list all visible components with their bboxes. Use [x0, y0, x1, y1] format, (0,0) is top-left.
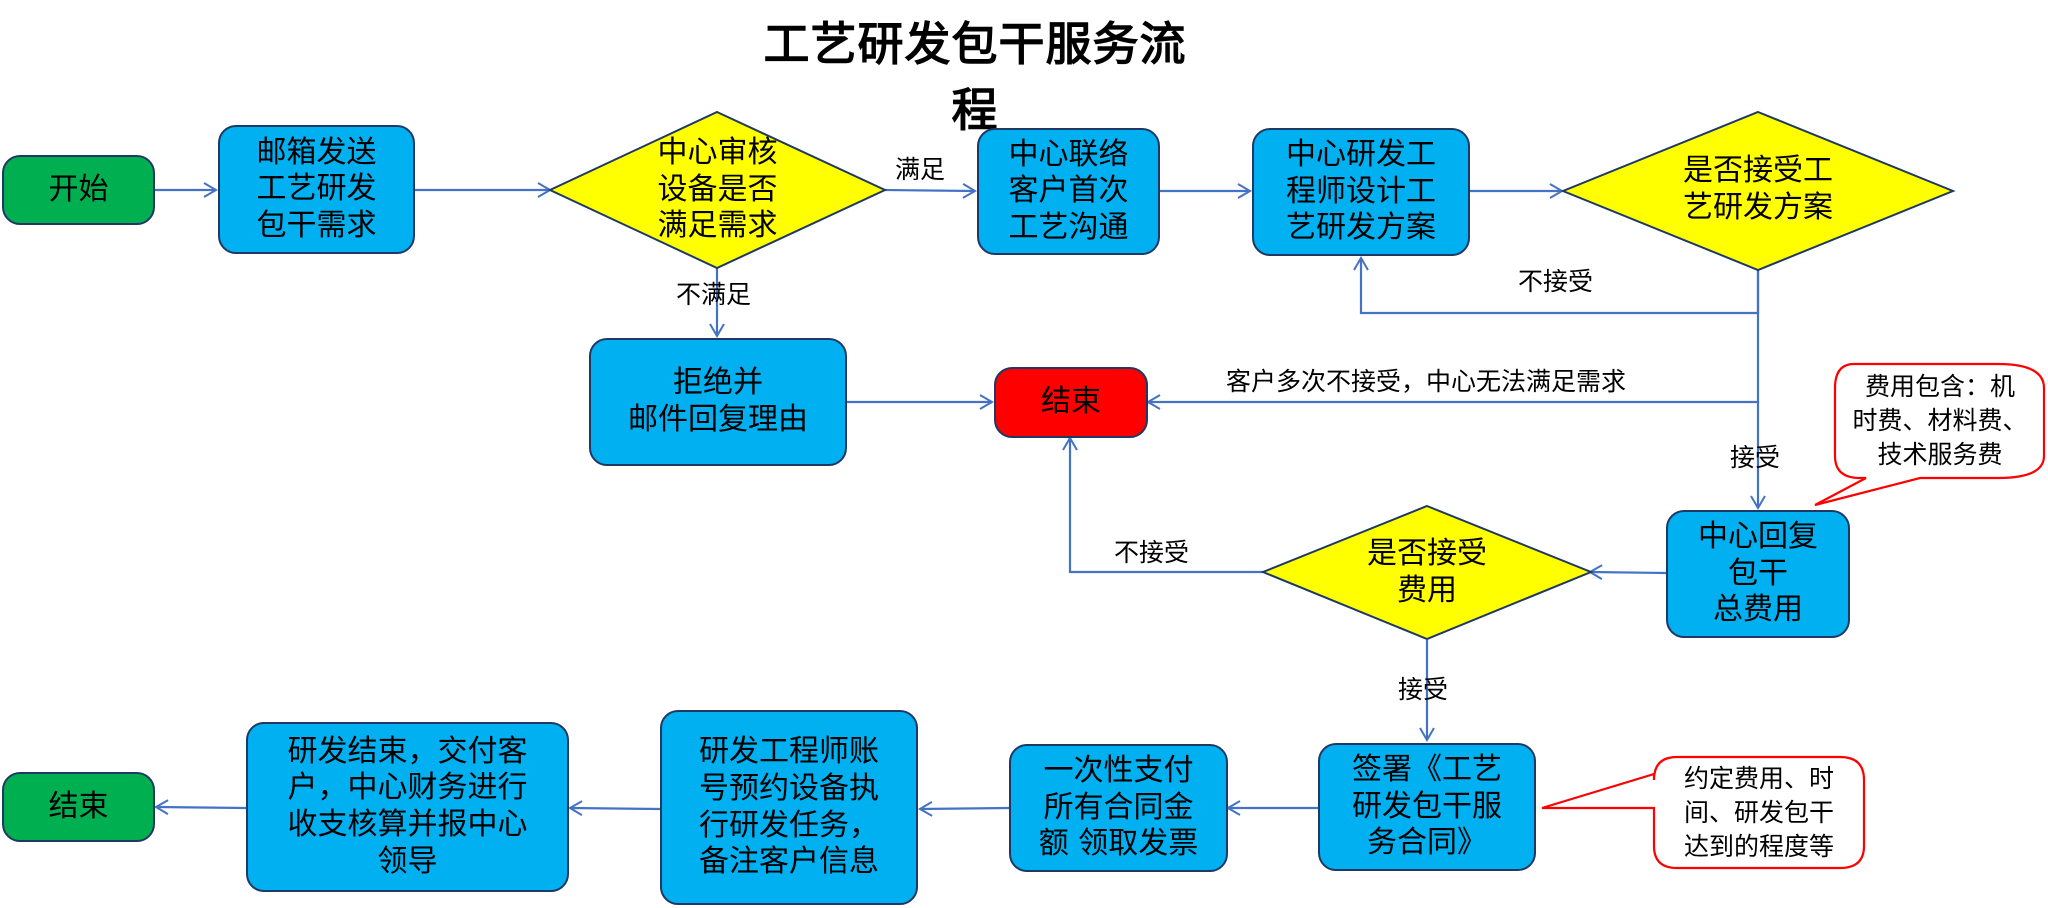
accept-plan-decision-diamond[interactable] — [1560, 110, 1956, 272]
callout-contract-terms: 约定费用、时 间、研发包干 达到的程度等 — [1683, 764, 1834, 861]
reply-total-cost-node[interactable]: 中心回复 包干 总费用 — [1666, 510, 1850, 638]
edge-cost-rejected-to-end — [1062, 436, 1263, 574]
accept-plan-decision-text: 是否接受工 艺研发方案 — [1683, 153, 1833, 225]
label-cost-accepted: 接受 — [1398, 675, 1449, 704]
sign-contract-node[interactable]: 签署《工艺 研发包干服 务合同》 — [1318, 743, 1536, 871]
label-not-satisfied: 不满足 — [676, 280, 752, 309]
end-red-node[interactable]: 结束 — [994, 367, 1148, 438]
engineer-booking-node[interactable]: 研发工程师账 号预约设备执 行研发任务， 备注客户信息 — [660, 710, 918, 905]
first-contact-node[interactable]: 中心联络 客户首次 工艺沟通 — [977, 128, 1160, 255]
callout-cost-includes: 费用包含：机 时费、材料费、 技术服务费 — [1852, 372, 2028, 469]
edge-review-to-contact — [884, 183, 977, 199]
edge-finish-to-end — [154, 799, 247, 815]
edge-booking-to-finish — [568, 800, 661, 816]
edge-reply-to-accept-cost — [1588, 564, 1667, 581]
finish-delivery-node[interactable]: 研发结束，交付客 户，中心财务进行 收支核算并报中心 领导 — [246, 722, 569, 892]
accept-cost-decision-text: 是否接受 费用 — [1367, 535, 1487, 608]
start-node[interactable]: 开始 — [2, 155, 155, 225]
callout-cost-includes-bubble — [1814, 362, 2046, 507]
email-request-node[interactable]: 邮箱发送 工艺研发 包干需求 — [218, 125, 415, 254]
label-cost-not-accepted: 不接受 — [1114, 538, 1190, 567]
design-plan-node[interactable]: 中心研发工 程师设计工 艺研发方案 — [1252, 128, 1470, 256]
end-final-node[interactable]: 结束 — [2, 772, 155, 842]
page-title: 工艺研发包干服务流程 — [763, 17, 1187, 137]
label-plan-accepted: 接受 — [1730, 443, 1781, 472]
reject-reply-node[interactable]: 拒绝并 邮件回复理由 — [589, 338, 847, 466]
pay-invoice-node[interactable]: 一次性支付 所有合同金 额 领取发票 — [1009, 744, 1228, 872]
edge-pay-to-booking — [918, 801, 1010, 817]
callout-contract-terms-bubble — [1541, 755, 1866, 870]
accept-cost-decision-diamond[interactable] — [1260, 504, 1594, 641]
label-plan-not-accepted: 不接受 — [1518, 267, 1594, 296]
review-decision-text: 中心审核 设备是否 满足需求 — [657, 135, 778, 244]
label-satisfied: 满足 — [895, 155, 946, 184]
review-decision-diamond[interactable] — [547, 110, 888, 270]
label-multiple-rejections: 客户多次不接受，中心无法满足需求 — [1226, 367, 1627, 396]
